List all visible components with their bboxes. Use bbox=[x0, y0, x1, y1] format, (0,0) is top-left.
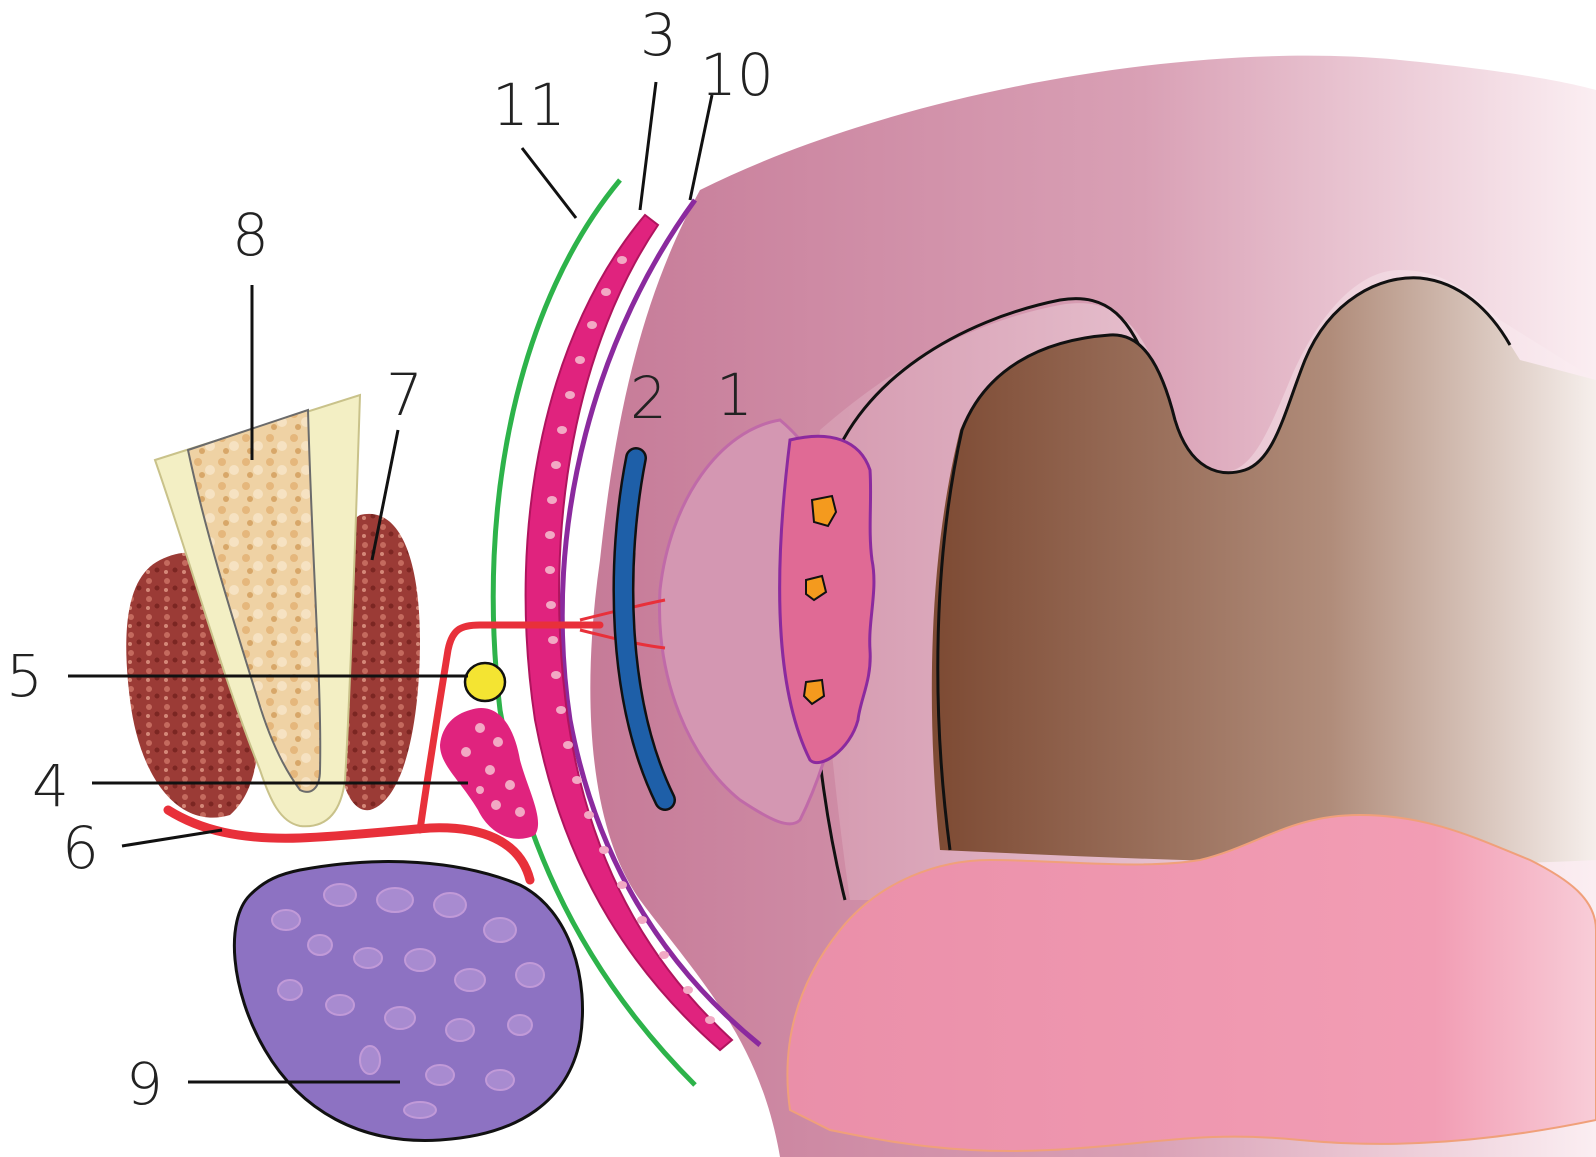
leader-line-11 bbox=[522, 148, 576, 218]
callout-label-11: 11 bbox=[492, 71, 566, 139]
callout-label-10: 10 bbox=[700, 41, 774, 109]
callout-label-2: 2 bbox=[630, 364, 667, 432]
callout-label-7: 7 bbox=[386, 361, 423, 429]
callout-label-3: 3 bbox=[640, 1, 677, 69]
leader-line-3 bbox=[640, 82, 656, 210]
callout-label-8: 8 bbox=[232, 201, 269, 269]
callout-label-5: 5 bbox=[6, 642, 43, 710]
leader-line-6 bbox=[122, 830, 222, 846]
callout-label-4: 4 bbox=[32, 752, 69, 820]
callout-label-6: 6 bbox=[62, 814, 99, 882]
leader-line-10 bbox=[690, 95, 712, 200]
callout-label-1: 1 bbox=[716, 361, 753, 429]
lymph-node bbox=[465, 663, 505, 701]
callout-label-9: 9 bbox=[126, 1050, 163, 1118]
palatine-tonsil bbox=[780, 436, 874, 762]
